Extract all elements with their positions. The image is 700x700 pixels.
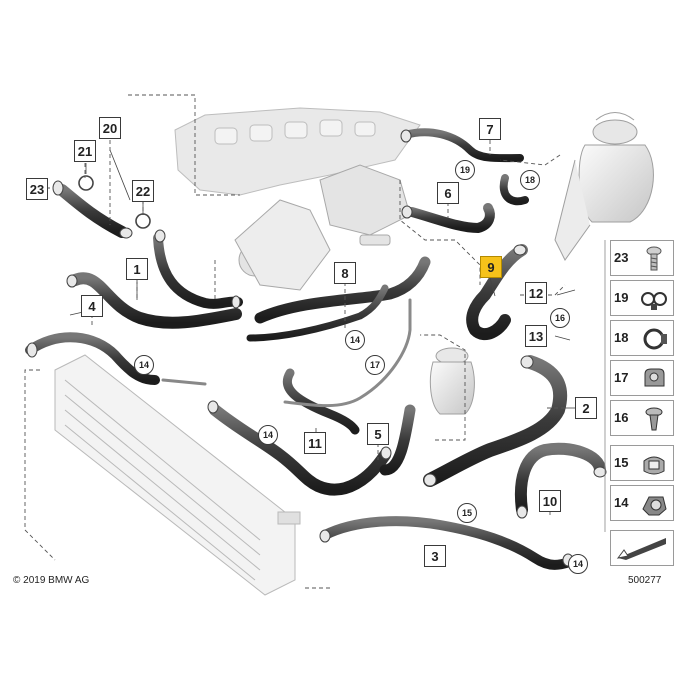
- callout-9-highlighted: 9: [480, 256, 502, 278]
- diagram-id: 500277: [628, 575, 662, 586]
- double-clip-icon: [641, 292, 667, 310]
- direction-arrow-icon: [610, 530, 674, 566]
- legend-number: 17: [614, 370, 629, 385]
- legend-item-15: 15: [610, 445, 674, 481]
- legend-item-19: 19: [610, 280, 674, 316]
- callout-10: 10: [539, 490, 561, 512]
- callout-22: 22: [132, 180, 154, 202]
- legend-item-14: 14: [610, 485, 674, 521]
- callout-7: 7: [479, 118, 501, 140]
- callout-14-c: 14: [258, 425, 278, 445]
- callout-17: 17: [365, 355, 385, 375]
- callout-14-a: 14: [345, 330, 365, 350]
- callout-5: 5: [367, 423, 389, 445]
- legend-item-16: 16: [610, 400, 674, 436]
- callout-14-d: 14: [568, 554, 588, 574]
- legend-number: 15: [614, 455, 629, 470]
- legend-item-23: 23: [610, 240, 674, 276]
- legend-number: 19: [614, 290, 629, 305]
- callout-15: 15: [457, 503, 477, 523]
- legend-number: 23: [614, 250, 629, 265]
- radiator: [54, 354, 301, 596]
- holder-clip-icon: [644, 368, 665, 387]
- spring-clamp-icon: [643, 456, 665, 475]
- callout-6: 6: [437, 182, 459, 204]
- bolt-icon: [646, 246, 662, 271]
- callout-12: 12: [525, 282, 547, 304]
- callout-18: 18: [520, 170, 540, 190]
- callout-8: 8: [334, 262, 356, 284]
- callout-14-b: 14: [134, 355, 154, 375]
- callout-4: 4: [81, 295, 103, 317]
- callout-21: 21: [74, 140, 96, 162]
- callout-3: 3: [424, 545, 446, 567]
- callout-11: 11: [304, 432, 326, 454]
- engine-block: [174, 107, 421, 196]
- hose-bracket-icon: [642, 496, 667, 516]
- push-rivet-icon: [645, 407, 663, 431]
- legend-number: 14: [614, 495, 629, 510]
- legend-item-17: 17: [610, 360, 674, 396]
- hose-clamp-icon: [643, 328, 667, 350]
- callout-1: 1: [126, 258, 148, 280]
- hose-clamps: [26, 129, 607, 567]
- callout-23: 23: [26, 178, 48, 200]
- callout-19: 19: [455, 160, 475, 180]
- legend-number: 18: [614, 330, 629, 345]
- coolant-hoses: [25, 128, 606, 570]
- coolant-reservoir: [429, 347, 475, 415]
- water-pump: [234, 164, 411, 291]
- legend-number: 16: [614, 410, 629, 425]
- copyright-text: © 2019 BMW AG: [13, 575, 90, 586]
- callout-20: 20: [99, 117, 121, 139]
- legend-item-18: 18: [610, 320, 674, 356]
- callout-13: 13: [525, 325, 547, 347]
- hose-fitting-rings: [78, 175, 151, 229]
- callout-2: 2: [575, 397, 597, 419]
- callout-16: 16: [550, 308, 570, 328]
- expansion-tank: [554, 112, 654, 261]
